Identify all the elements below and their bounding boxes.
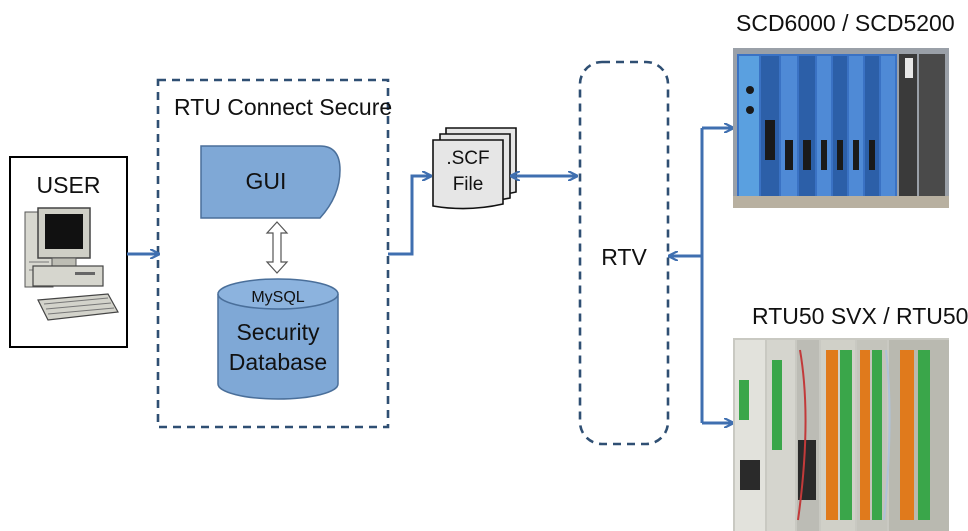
rtu50-device-image [733, 338, 949, 531]
gui-label: GUI [245, 168, 287, 194]
scf-file-line2: File [452, 174, 484, 195]
database-cylinder [217, 278, 339, 400]
scf-file-icon [432, 127, 517, 210]
rtv-box [578, 60, 670, 446]
scf-file-line1: .SCF [446, 148, 490, 169]
gui-shape [200, 145, 341, 219]
rtu50-label: RTU50 SVX / RTU50 [752, 303, 968, 329]
rtu-connect-title: RTU Connect Secure [174, 94, 393, 120]
scd6000-label: SCD6000 / SCD5200 [736, 10, 955, 36]
rtuconnect-to-file-arrow [388, 176, 430, 256]
mysql-label: MySQL [251, 289, 305, 306]
security-database-line2: Database [228, 349, 328, 375]
security-database-line1: Security [236, 319, 320, 345]
user-label: USER [36, 172, 101, 198]
rtv-to-devices-arrows [670, 128, 732, 423]
gui-db-double-arrow [265, 221, 289, 274]
rtv-label: RTV [601, 244, 647, 270]
scd6000-device-image [733, 48, 949, 208]
computer-icon [24, 207, 119, 321]
